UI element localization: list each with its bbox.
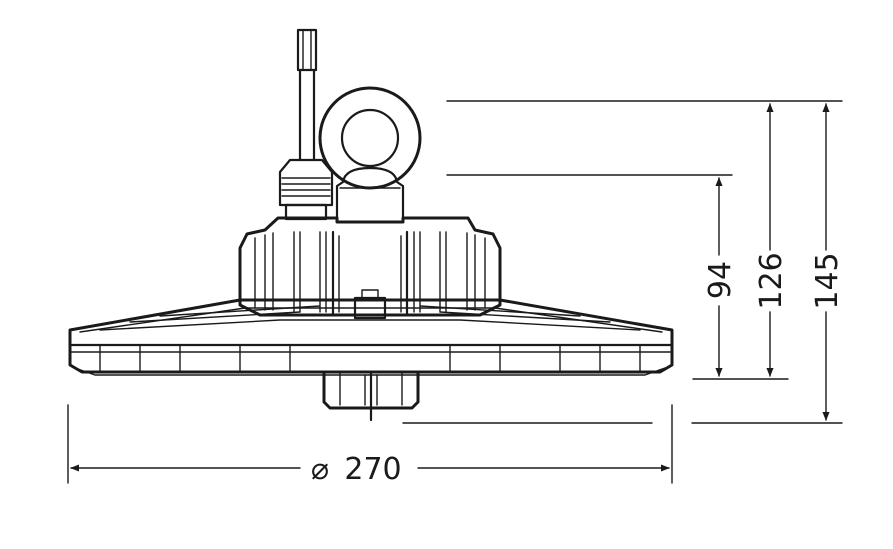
dimension-126: 126 <box>754 103 789 377</box>
upper-housing <box>238 216 502 320</box>
lamp-body <box>68 28 674 422</box>
dimension-145: 145 <box>810 103 845 421</box>
bottom-connector <box>322 370 420 422</box>
dimension-label-126: 126 <box>754 252 789 309</box>
flange-disc <box>68 298 674 376</box>
dimension-94: 94 <box>703 177 738 377</box>
dimension-label-94: 94 <box>703 261 738 299</box>
dimension-diameter: ⌀ 270 <box>70 452 670 487</box>
diameter-symbol: ⌀ <box>311 452 329 487</box>
suspension-eye <box>318 86 422 224</box>
cable-gland <box>278 28 334 221</box>
dimension-label-diameter: 270 <box>344 452 401 487</box>
dimension-label-145: 145 <box>810 252 845 309</box>
dimension-lines: 94 126 145 ⌀ 270 <box>67 100 845 487</box>
